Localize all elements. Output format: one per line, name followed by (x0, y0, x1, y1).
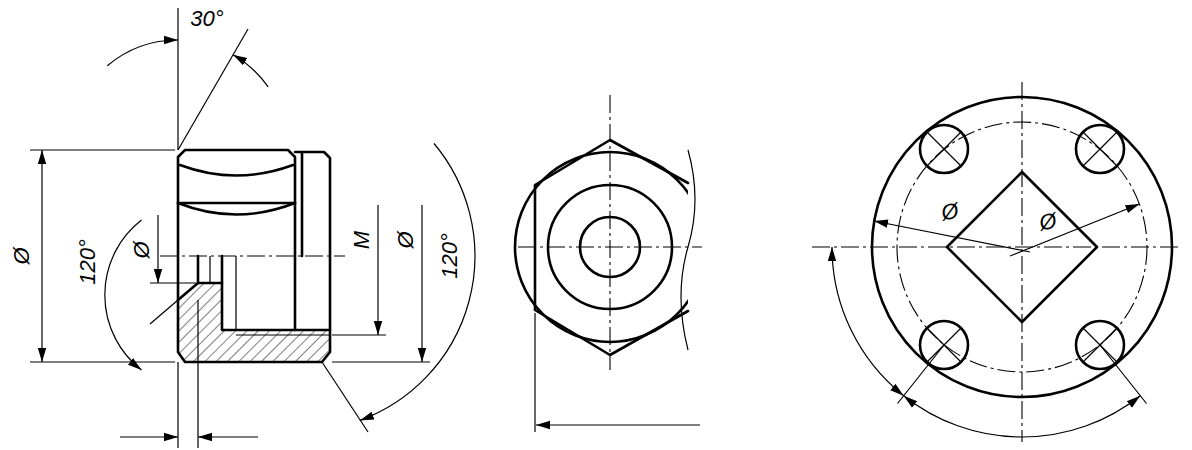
break-line (681, 150, 695, 350)
extension-line (150, 300, 178, 324)
hole-cross (927, 132, 1117, 362)
collar-outline (295, 152, 330, 330)
dimension-line (377, 205, 378, 335)
hex-face-curve (178, 203, 295, 215)
extension-line (534, 313, 535, 432)
dimension-line (421, 205, 422, 362)
end-view (515, 95, 705, 432)
dimension-label: Ø (395, 231, 417, 248)
extension-line (332, 361, 430, 362)
dimension-line (536, 424, 700, 425)
extension-line (30, 150, 175, 362)
centre-line (518, 95, 702, 370)
angle-line (178, 29, 248, 150)
dimension-label: M (351, 231, 373, 249)
dimension-label: Ø (940, 200, 961, 225)
hex-face-line (178, 202, 295, 205)
flange-view (812, 82, 1182, 442)
angle-arc (832, 247, 904, 396)
dimension-label: 120° (439, 233, 461, 279)
dimension-label: Ø (1038, 210, 1059, 235)
extension-line (150, 282, 196, 283)
dimension-label: 120° (77, 239, 99, 285)
extension-line (178, 8, 198, 448)
hex-face-curve (180, 165, 293, 176)
dimension-label: 30° (190, 8, 223, 30)
dimension-label: Ø (11, 247, 33, 264)
bolt-holes (920, 125, 1124, 369)
dimension-line (1010, 204, 1140, 256)
dimension-line (41, 150, 42, 362)
dimension-label: Ø (131, 241, 153, 258)
angle-arc (904, 396, 1141, 437)
dimension-line (198, 436, 258, 437)
centre-line (160, 255, 345, 256)
angle-arc (360, 144, 475, 421)
centre-line (812, 82, 1182, 442)
front-view (30, 8, 475, 448)
angle-arc (107, 40, 178, 66)
extension-line (898, 345, 1147, 404)
dimension-line (120, 436, 178, 437)
angle-arc (233, 55, 268, 87)
dimension-line (157, 215, 158, 283)
section-hatch (178, 283, 330, 362)
extension-line (322, 362, 368, 432)
thread-line (210, 256, 330, 335)
square-hole (947, 172, 1097, 322)
dimension-line (874, 221, 1030, 252)
